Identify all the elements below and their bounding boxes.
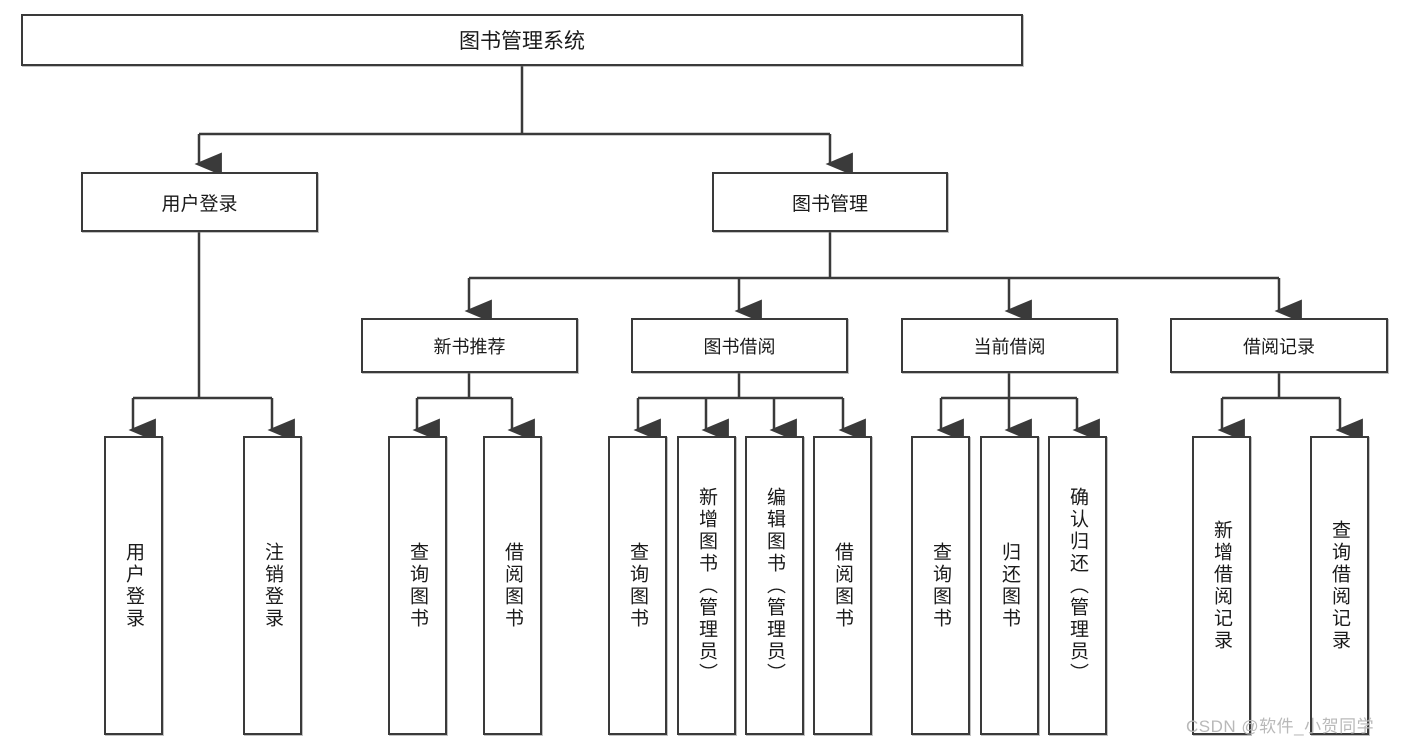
node-new-book-recommend[interactable]: 新书推荐 (361, 318, 578, 373)
leaf-user-logout[interactable]: 注销登录 (243, 436, 302, 735)
leaf-borrow-add-book-label: 新增图书（管理员） (696, 486, 717, 685)
leaf-current-query-book[interactable]: 查询图书 (911, 436, 970, 735)
leaf-borrow-add-book[interactable]: 新增图书（管理员） (677, 436, 736, 735)
leaf-borrow-query-book-label: 查询图书 (627, 541, 648, 630)
node-user-login[interactable]: 用户登录 (81, 172, 318, 232)
node-book-management-label: 图书管理 (791, 193, 868, 215)
leaf-borrow-query-book[interactable]: 查询图书 (608, 436, 667, 735)
leaf-records-add-record[interactable]: 新增借阅记录 (1192, 436, 1251, 735)
leaf-user-login-label: 用户登录 (123, 541, 144, 630)
node-current-borrow-label: 当前借阅 (973, 336, 1046, 357)
node-current-borrow[interactable]: 当前借阅 (901, 318, 1118, 373)
node-borrow-records-label: 借阅记录 (1243, 336, 1315, 357)
leaf-current-confirm-return-label: 确认归还（管理员） (1067, 486, 1088, 685)
leaf-user-login[interactable]: 用户登录 (104, 436, 163, 735)
node-book-borrow[interactable]: 图书借阅 (631, 318, 848, 373)
node-root[interactable]: 图书管理系统 (21, 14, 1023, 66)
leaf-borrow-edit-book-label: 编辑图书（管理员） (764, 486, 785, 685)
leaf-records-add-record-label: 新增借阅记录 (1211, 519, 1232, 652)
node-root-label: 图书管理系统 (459, 30, 585, 53)
node-borrow-records[interactable]: 借阅记录 (1170, 318, 1388, 373)
leaf-recommend-borrow-book-label: 借阅图书 (502, 541, 523, 630)
node-book-borrow-label: 图书借阅 (703, 336, 776, 357)
node-user-login-label: 用户登录 (161, 193, 238, 215)
leaf-current-return-book-label: 归还图书 (999, 541, 1020, 630)
leaf-current-query-book-label: 查询图书 (930, 541, 951, 630)
leaf-recommend-borrow-book[interactable]: 借阅图书 (483, 436, 542, 735)
watermark-text: CSDN @软件_小贺同学 (1186, 717, 1375, 736)
leaf-current-return-book[interactable]: 归还图书 (980, 436, 1039, 735)
leaf-records-query-record-label: 查询借阅记录 (1329, 519, 1350, 652)
node-book-management[interactable]: 图书管理 (712, 172, 948, 232)
leaf-borrow-borrow-book-label: 借阅图书 (832, 541, 853, 630)
leaf-user-logout-label: 注销登录 (262, 541, 283, 630)
leaf-borrow-borrow-book[interactable]: 借阅图书 (813, 436, 872, 735)
leaf-borrow-edit-book[interactable]: 编辑图书（管理员） (745, 436, 804, 735)
leaf-records-query-record[interactable]: 查询借阅记录 (1310, 436, 1369, 735)
leaf-current-confirm-return[interactable]: 确认归还（管理员） (1048, 436, 1107, 735)
leaf-recommend-query-book[interactable]: 查询图书 (388, 436, 447, 735)
node-new-book-recommend-label: 新书推荐 (433, 336, 506, 357)
leaf-recommend-query-book-label: 查询图书 (407, 541, 428, 630)
